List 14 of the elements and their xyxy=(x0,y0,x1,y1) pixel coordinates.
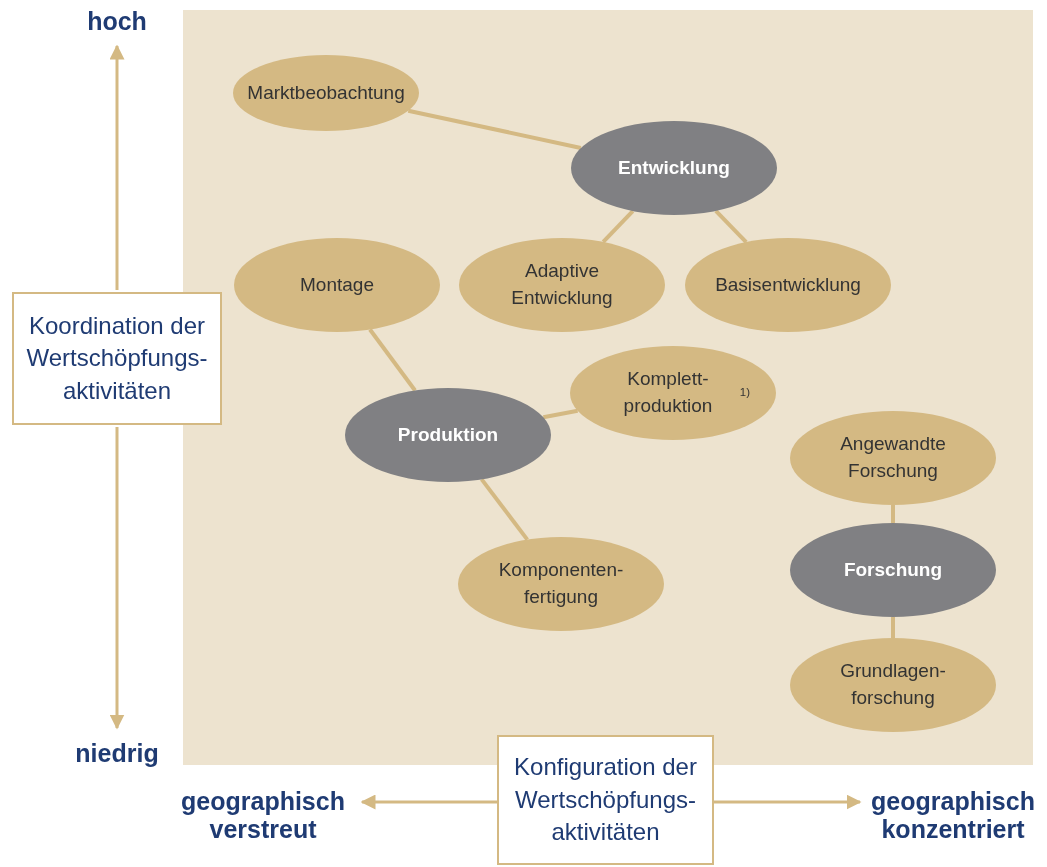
connector-line xyxy=(480,478,529,541)
connector-line xyxy=(542,408,579,420)
axis-end-label: niedrig xyxy=(75,740,159,768)
connector-line xyxy=(601,209,635,244)
axis-end-label: geographisch verstreut xyxy=(180,788,346,843)
axis-end-label: geographisch konzentriert xyxy=(870,788,1036,843)
connector-line xyxy=(714,209,748,244)
axis-title-box: Konfiguration der Wertschöpfungs- aktivitäten xyxy=(497,735,714,865)
connector-line xyxy=(407,108,582,150)
axis-end-label: hoch xyxy=(87,8,147,36)
connector-line xyxy=(368,328,417,392)
connector-line xyxy=(891,505,895,523)
axis-title-box: Koordination der Wertschöpfungs- aktivitäten xyxy=(12,292,222,425)
connector-line xyxy=(891,617,895,638)
